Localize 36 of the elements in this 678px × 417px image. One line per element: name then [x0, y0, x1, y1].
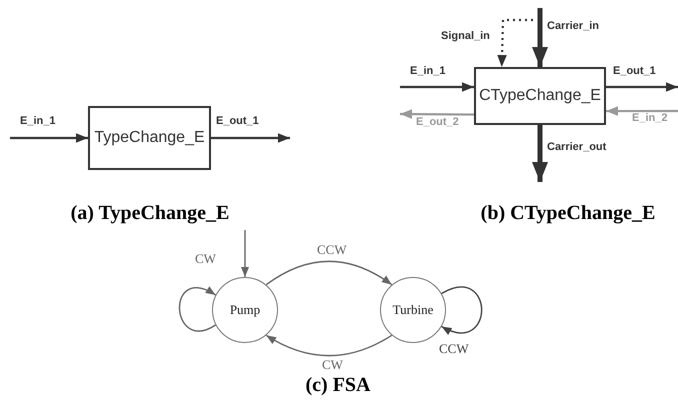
edge-label: CW: [195, 252, 216, 265]
arrow: [266, 260, 392, 286]
state-label: Pump: [230, 301, 260, 320]
box-label: TypeChange_E: [94, 128, 205, 148]
edge-label: E_in_1: [20, 116, 56, 127]
edge-label: E_in_1: [410, 66, 446, 77]
arrow: [606, 106, 678, 116]
edge-label: Carrier_in: [547, 21, 599, 32]
arrow: [10, 133, 88, 143]
arrow: [178, 286, 216, 332]
state-label: Turbine: [392, 301, 434, 320]
arrow: [400, 109, 474, 119]
edge-label: CW: [322, 358, 343, 371]
arrow: [441, 286, 482, 334]
edge-label: CCW: [317, 243, 347, 256]
arrow: [211, 133, 290, 143]
arrow: [606, 82, 678, 92]
arrow: [266, 334, 392, 356]
figure-caption: (b) CTypeChange_E: [480, 203, 656, 223]
arrow: [241, 230, 249, 277]
box-label: CTypeChange_E: [479, 86, 601, 106]
figure-caption: (c) FSA: [306, 375, 370, 395]
process-box: [88, 106, 211, 170]
arrow: [532, 125, 548, 182]
arrow: [497, 18, 533, 68]
edge-label: E_out_1: [216, 116, 259, 127]
process-box: [474, 67, 606, 125]
edge-label: E_out_1: [613, 66, 656, 77]
figure-caption: (a) TypeChange_E: [70, 203, 230, 223]
arrow: [400, 82, 474, 92]
edge-label: Carrier_out: [547, 142, 606, 153]
arrow: [532, 8, 548, 67]
edge-label: Signal_in: [441, 31, 490, 42]
edge-label: E_out_2: [416, 117, 459, 128]
edge-label: CCW: [439, 342, 469, 355]
edge-label: E_in_2: [632, 113, 668, 124]
